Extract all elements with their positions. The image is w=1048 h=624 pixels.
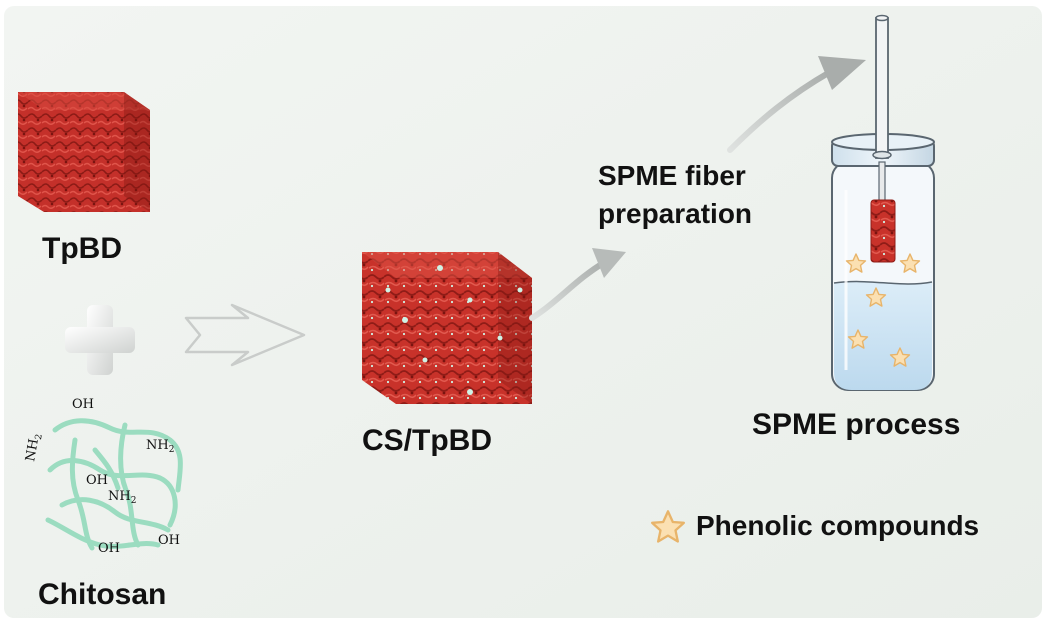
legend-label: Phenolic compounds: [696, 510, 980, 541]
chitosan-group-oh-bottom-right: OH: [158, 533, 180, 548]
chitosan-group-oh-mid: OH: [86, 473, 108, 488]
chitosan-group-nh2-right: NH2: [146, 438, 174, 455]
chitosan-group-nh2-mid: NH2: [108, 489, 136, 506]
plus-icon: [65, 305, 135, 375]
chitosan-group-nh2-left: NH2: [23, 432, 45, 463]
chitosan-structure: [45, 418, 183, 551]
mixing-arrow: [184, 303, 306, 367]
chitosan-group-oh-top: OH: [72, 397, 94, 412]
spme-process-label: SPME process: [752, 408, 961, 441]
fiber-prep-label-line2: preparation: [598, 198, 753, 229]
fiber-prep-label-line1: SPME fiber: [598, 160, 746, 191]
cs-tpbd-label: CS/TpBD: [362, 424, 492, 457]
tpbd-label: TpBD: [42, 232, 122, 265]
fiber-prep-arrow: [529, 56, 866, 321]
tpbd-cube: [18, 92, 150, 212]
chitosan-label: Chitosan: [38, 578, 167, 611]
chitosan-group-oh-bottom-left: OH: [98, 541, 120, 556]
cs-tpbd-cube: [362, 252, 532, 404]
chitosan-labels: OH NH2 NH2 OH NH2 OH OH: [23, 397, 180, 556]
